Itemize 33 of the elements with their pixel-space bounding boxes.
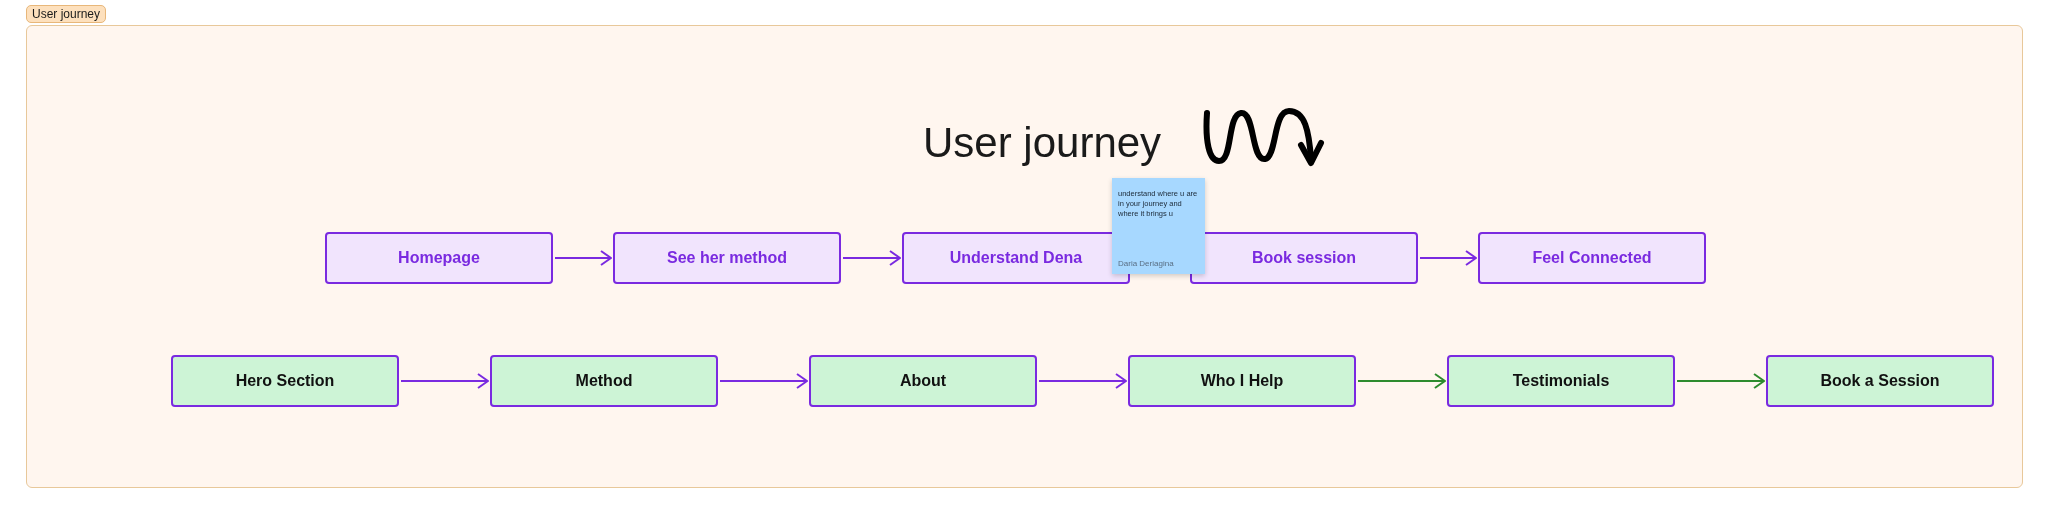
arrow bbox=[842, 250, 901, 266]
step-label: See her method bbox=[667, 249, 787, 267]
step-box bbox=[1447, 355, 1675, 407]
frame-label: User journey bbox=[26, 5, 107, 23]
step-box bbox=[490, 355, 718, 407]
arrow bbox=[1676, 373, 1765, 389]
arrow bbox=[400, 373, 489, 389]
sticky-note bbox=[1112, 178, 1205, 274]
step-box bbox=[1478, 232, 1706, 284]
step-box bbox=[325, 232, 553, 284]
arrow bbox=[1038, 373, 1127, 389]
step-label: Testimonials bbox=[1512, 372, 1610, 390]
step-label: Homepage bbox=[398, 249, 480, 267]
step-box bbox=[809, 355, 1037, 407]
arrow bbox=[719, 373, 808, 389]
title: User journey bbox=[923, 119, 1162, 167]
step-label: Book a Session bbox=[1820, 372, 1940, 390]
step-box bbox=[171, 355, 399, 407]
note-author: Daria Deriagina bbox=[1118, 259, 1175, 268]
arrow bbox=[554, 250, 612, 266]
step-label: Understand Dena bbox=[949, 249, 1083, 267]
step-label: Who I Help bbox=[1200, 372, 1284, 390]
arrow bbox=[1357, 373, 1446, 389]
step-label: Method bbox=[575, 372, 633, 390]
step-label: About bbox=[899, 372, 947, 390]
arrow bbox=[1419, 250, 1477, 266]
step-box bbox=[1766, 355, 1994, 407]
step-box bbox=[613, 232, 841, 284]
step-label: Hero Section bbox=[235, 372, 335, 390]
step-box bbox=[1128, 355, 1356, 407]
step-label: Book session bbox=[1252, 249, 1356, 267]
step-box bbox=[1190, 232, 1418, 284]
step-label: Feel Connected bbox=[1532, 249, 1652, 267]
